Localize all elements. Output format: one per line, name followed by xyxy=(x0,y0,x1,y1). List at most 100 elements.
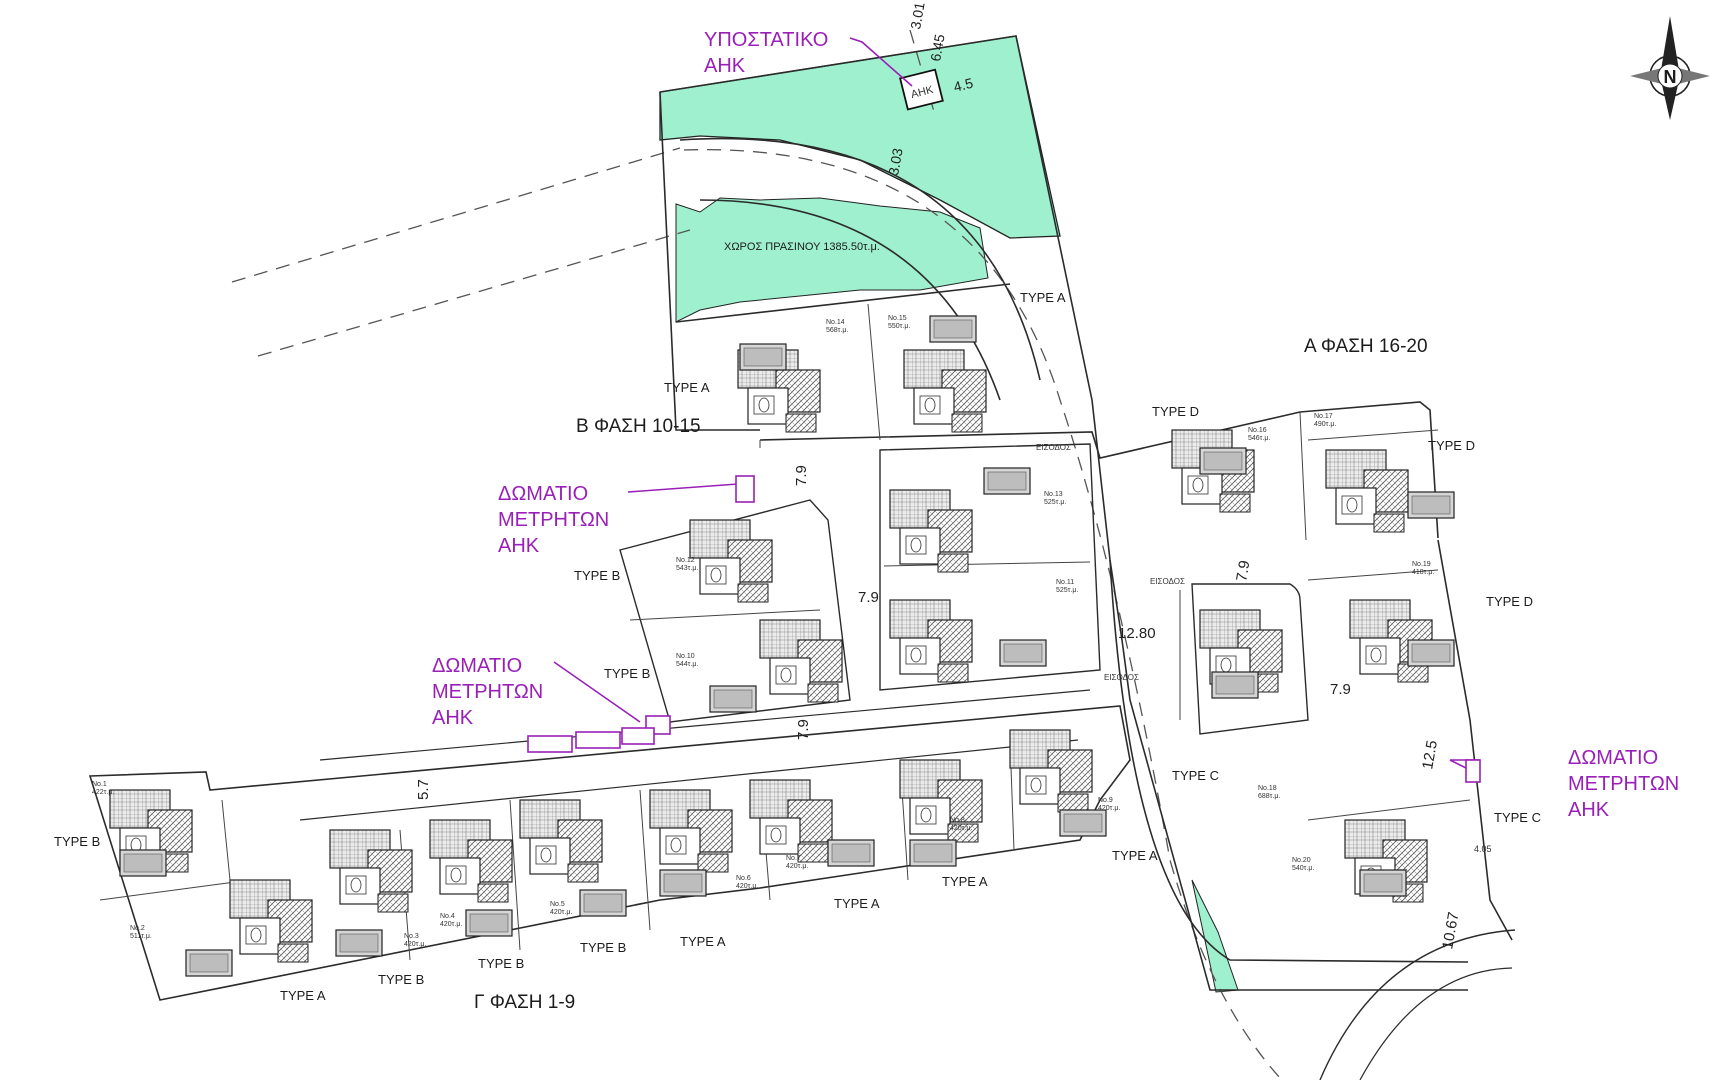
svg-text:525τ.μ.: 525τ.μ. xyxy=(1044,499,1066,506)
svg-text:TYPE A: TYPE A xyxy=(664,380,710,395)
house-type-labels: TYPE A TYPE A TYPE D TYPE D TYPE D TYPE … xyxy=(54,290,1541,1003)
phase-c-label: Γ ΦΑΣΗ 1-9 xyxy=(474,992,575,1013)
svg-text:550τ.μ.: 550τ.μ. xyxy=(888,323,910,330)
phase-b-label: Β ΦΑΣΗ 10-15 xyxy=(576,416,701,437)
svg-text:No.18: No.18 xyxy=(1258,785,1277,792)
svg-text:No.19: No.19 xyxy=(1412,561,1431,568)
substation-label-1: ΥΠΟΣΤΑΤΙΚΟ xyxy=(704,29,828,51)
entrance-label-3: ΕΙΣΟΔΟΣ xyxy=(1150,577,1185,586)
svg-text:ΑΗΚ: ΑΗΚ xyxy=(910,84,935,101)
svg-text:546τ.μ.: 546τ.μ. xyxy=(1248,435,1270,442)
substation-box: ΑΗΚ xyxy=(899,68,944,111)
svg-text:TYPE C: TYPE C xyxy=(1172,768,1219,783)
phase-a-label: Α ΦΑΣΗ 16-20 xyxy=(1304,336,1428,357)
svg-text:418τ.μ.: 418τ.μ. xyxy=(1412,569,1434,576)
svg-text:No.11: No.11 xyxy=(1056,579,1074,586)
meter-room-3-line3: ΑΗΚ xyxy=(1568,799,1610,821)
meter-room-1-line3: ΑΗΚ xyxy=(498,535,540,557)
svg-text:No.8: No.8 xyxy=(950,817,965,824)
svg-text:TYPE B: TYPE B xyxy=(378,972,424,987)
green-area-park xyxy=(675,197,989,323)
plot-dividers xyxy=(99,303,1471,961)
svg-text:420τ.μ.: 420τ.μ. xyxy=(1098,805,1120,812)
svg-text:420τ.μ.: 420τ.μ. xyxy=(736,883,758,890)
green-area-south xyxy=(1191,879,1239,993)
north-letter: N xyxy=(1664,67,1677,87)
svg-text:TYPE A: TYPE A xyxy=(280,988,326,1003)
svg-text:511τ.μ.: 511τ.μ. xyxy=(130,933,152,940)
svg-text:No.7: No.7 xyxy=(786,855,801,862)
dim-road-g: 12.5 xyxy=(1419,739,1441,771)
svg-text:420τ.μ.: 420τ.μ. xyxy=(950,825,972,832)
svg-text:No.5: No.5 xyxy=(550,901,565,908)
svg-text:422τ.μ.: 422τ.μ. xyxy=(92,789,114,796)
svg-text:No.9: No.9 xyxy=(1098,797,1113,804)
entrance-label-2: ΕΙΣΟΔΟΣ xyxy=(1104,673,1139,682)
svg-text:No.1: No.1 xyxy=(92,781,107,788)
dim-6-45: 6.45 xyxy=(927,33,948,63)
dim-road-h: 5.7 xyxy=(415,779,432,800)
dim-4-5: 4.5 xyxy=(952,75,975,95)
svg-text:TYPE A: TYPE A xyxy=(942,874,988,889)
svg-text:TYPE D: TYPE D xyxy=(1152,404,1199,419)
svg-text:568τ.μ.: 568τ.μ. xyxy=(826,327,848,334)
svg-text:No.13: No.13 xyxy=(1044,491,1063,498)
svg-text:No.14: No.14 xyxy=(826,319,845,326)
svg-text:525τ.μ.: 525τ.μ. xyxy=(1056,587,1078,594)
svg-text:No.15: No.15 xyxy=(888,315,907,322)
substation-label-2: ΑΗΚ xyxy=(704,55,746,77)
meter-room-3-line1: ΔΩΜΑΤΙΟ xyxy=(1568,747,1658,769)
svg-text:No.3: No.3 xyxy=(404,933,419,940)
svg-text:420τ.μ.: 420τ.μ. xyxy=(786,863,808,870)
svg-text:No.10: No.10 xyxy=(676,653,695,660)
svg-text:420τ.μ.: 420τ.μ. xyxy=(440,921,462,928)
svg-text:TYPE A: TYPE A xyxy=(1020,290,1066,305)
svg-text:No.16: No.16 xyxy=(1248,427,1267,434)
dim-road-d: 12.80 xyxy=(1118,625,1156,642)
dim-road-j: 4.05 xyxy=(1474,844,1492,854)
svg-text:420τ.μ.: 420τ.μ. xyxy=(550,909,572,916)
svg-text:No.20: No.20 xyxy=(1292,857,1311,864)
green-area-north xyxy=(659,35,1061,239)
svg-text:No.12: No.12 xyxy=(676,557,695,564)
svg-text:490τ.μ.: 490τ.μ. xyxy=(1314,421,1336,428)
svg-text:688τ.μ.: 688τ.μ. xyxy=(1258,793,1280,800)
svg-text:543τ.μ.: 543τ.μ. xyxy=(676,565,698,572)
meter-room-2-line3: ΑΗΚ xyxy=(432,707,474,729)
north-arrow-icon: N xyxy=(1630,16,1710,120)
meter-room-1-line2: ΜΕΤΡΗΤΩΝ xyxy=(498,509,609,531)
meter-room-1-line1: ΔΩΜΑΤΙΟ xyxy=(498,483,588,505)
leader-lines xyxy=(553,37,1480,771)
svg-text:TYPE B: TYPE B xyxy=(580,940,626,955)
meter-room-boxes xyxy=(527,475,1481,783)
meter-room-2-line1: ΔΩΜΑΤΙΟ xyxy=(432,655,522,677)
svg-text:TYPE A: TYPE A xyxy=(834,896,880,911)
svg-text:No.2: No.2 xyxy=(130,925,145,932)
svg-text:No.4: No.4 xyxy=(440,913,455,920)
svg-text:No.17: No.17 xyxy=(1314,413,1333,420)
meter-room-2-line2: ΜΕΤΡΗΤΩΝ xyxy=(432,681,543,703)
green-space-label: ΧΩΡΟΣ ΠΡΑΣΙΝΟΥ 1385.50τ.μ. xyxy=(724,241,880,253)
dim-road-b: 7.9 xyxy=(858,589,879,606)
dim-road-f: 7.9 xyxy=(1330,681,1351,698)
svg-text:544τ.μ.: 544τ.μ. xyxy=(676,661,698,668)
dim-3-03: 3.03 xyxy=(885,147,906,177)
svg-text:TYPE B: TYPE B xyxy=(54,834,100,849)
meter-room-3-line2: ΜΕΤΡΗΤΩΝ xyxy=(1568,773,1679,795)
svg-text:TYPE C: TYPE C xyxy=(1494,810,1541,825)
dim-road-i: 10.67 xyxy=(1439,911,1462,951)
dim-road-e: 7.9 xyxy=(1233,559,1253,582)
svg-text:TYPE B: TYPE B xyxy=(604,666,650,681)
svg-text:TYPE D: TYPE D xyxy=(1428,438,1475,453)
dim-road-a: 7.9 xyxy=(793,465,810,486)
svg-text:TYPE A: TYPE A xyxy=(680,934,726,949)
svg-text:540τ.μ.: 540τ.μ. xyxy=(1292,865,1314,872)
svg-text:420τ.μ.: 420τ.μ. xyxy=(404,941,426,948)
svg-text:TYPE B: TYPE B xyxy=(574,568,620,583)
dim-road-c: 7.9 xyxy=(795,719,812,740)
svg-text:TYPE B: TYPE B xyxy=(478,956,524,971)
svg-text:TYPE D: TYPE D xyxy=(1486,594,1533,609)
svg-text:No.6: No.6 xyxy=(736,875,751,882)
